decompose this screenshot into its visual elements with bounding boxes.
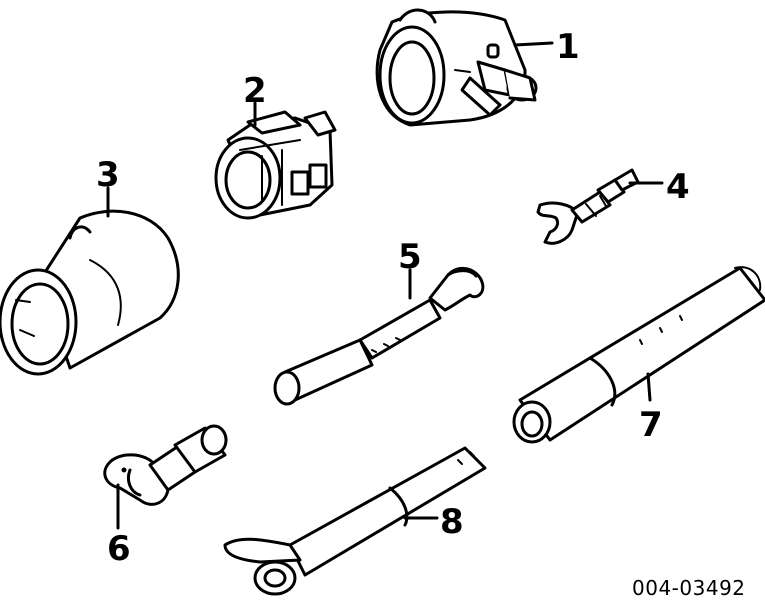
- part-2-lock-housing: [214, 110, 337, 220]
- part-6-u-joint: [103, 424, 228, 506]
- callout-8: 8: [440, 502, 464, 542]
- callout-2: 2: [243, 71, 267, 111]
- part-7-long-shaft: [512, 266, 765, 444]
- callout-1: 1: [556, 27, 580, 67]
- leader-lines: [106, 41, 664, 530]
- callout-6: 6: [107, 529, 131, 569]
- callout-3: 3: [96, 155, 120, 195]
- leader-1: [513, 41, 554, 47]
- callout-5: 5: [398, 237, 422, 277]
- leader-7: [646, 372, 652, 402]
- reference-number: 004-03492: [632, 576, 746, 600]
- part-4-rod: [536, 168, 640, 245]
- part-1-housing: [375, 8, 538, 127]
- part-5-shaft: [273, 266, 485, 406]
- callout-7: 7: [639, 405, 663, 445]
- callout-4: 4: [666, 167, 690, 207]
- part-3-shroud: [0, 209, 180, 376]
- part-8-lower-shaft: [223, 446, 487, 596]
